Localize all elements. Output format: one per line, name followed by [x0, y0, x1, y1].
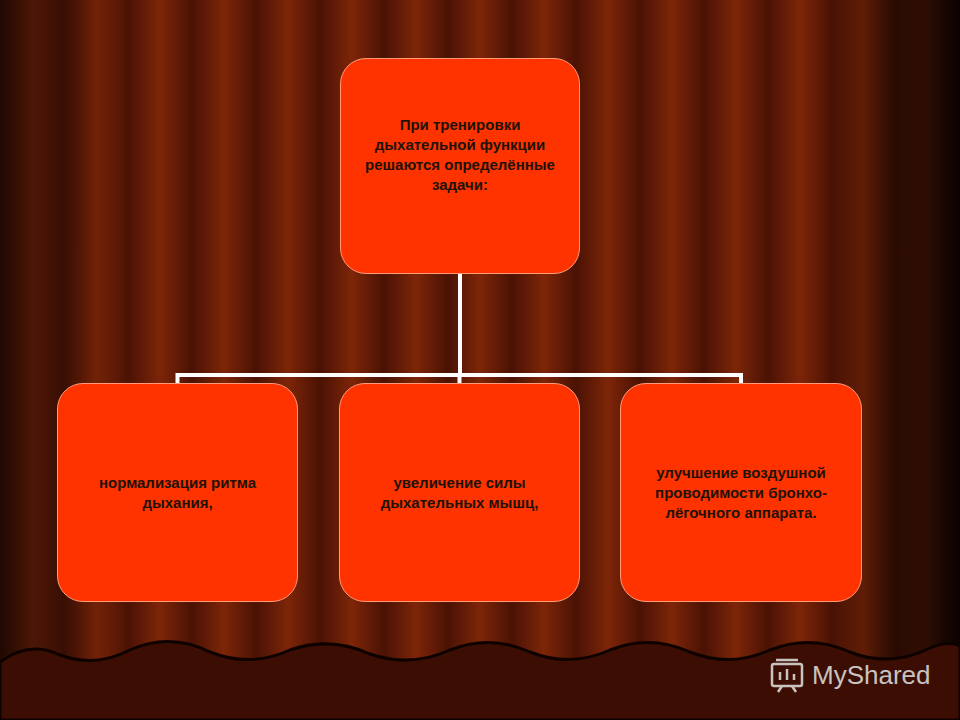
watermark: MyShared	[812, 660, 931, 690]
heading-text: При тренировки дыхательной функции решаю…	[353, 115, 567, 195]
task-box: нормализация ритма дыхания,	[57, 383, 298, 602]
task-text: нормализация ритма дыхания,	[70, 473, 285, 513]
root-box: При тренировки дыхательной функции решаю…	[340, 58, 580, 274]
tree-connector	[460, 274, 741, 383]
curtain-valance	[0, 641, 960, 720]
watermark-icon	[772, 660, 802, 692]
task-box: улучшение воздушной проводимости бронхо-…	[620, 383, 862, 602]
tree-connector	[178, 274, 461, 383]
task-text: увеличение силы дыхательных мышц,	[352, 473, 567, 513]
task-box: увеличение силы дыхательных мышц,	[339, 383, 580, 602]
task-text: улучшение воздушной проводимости бронхо-…	[633, 463, 849, 523]
